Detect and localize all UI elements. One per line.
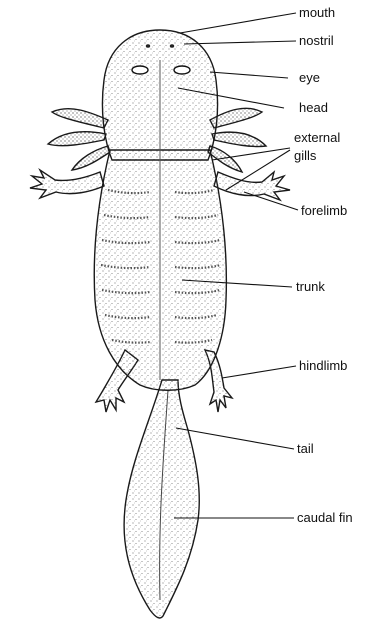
salamander-body xyxy=(30,30,290,618)
label-eye: eye xyxy=(299,70,320,85)
label-trunk: trunk xyxy=(296,279,325,294)
label-hindlimb: hindlimb xyxy=(299,358,347,373)
right-eye xyxy=(174,66,190,74)
label-tail: tail xyxy=(297,441,314,456)
label-mouth: mouth xyxy=(299,5,335,20)
label-gills: gills xyxy=(294,148,317,163)
right-nostril xyxy=(170,44,174,48)
left-nostril xyxy=(146,44,150,48)
right-forelimb xyxy=(214,172,290,200)
label-head: head xyxy=(299,100,328,115)
left-forelimb xyxy=(30,170,104,198)
label-nostril: nostril xyxy=(299,33,334,48)
leader-tail xyxy=(176,428,294,449)
label-caudal-fin: caudal fin xyxy=(297,510,353,525)
leader-hindlimb xyxy=(222,366,296,378)
leader-eye xyxy=(210,72,288,78)
left-external-gills xyxy=(48,109,110,170)
leader-nostril xyxy=(184,41,296,44)
labels: mouth nostril eye head external gills fo… xyxy=(294,5,353,525)
leader-mouth xyxy=(180,13,296,33)
left-eye xyxy=(132,66,148,74)
label-forelimb: forelimb xyxy=(301,203,347,218)
label-external: external xyxy=(294,130,340,145)
